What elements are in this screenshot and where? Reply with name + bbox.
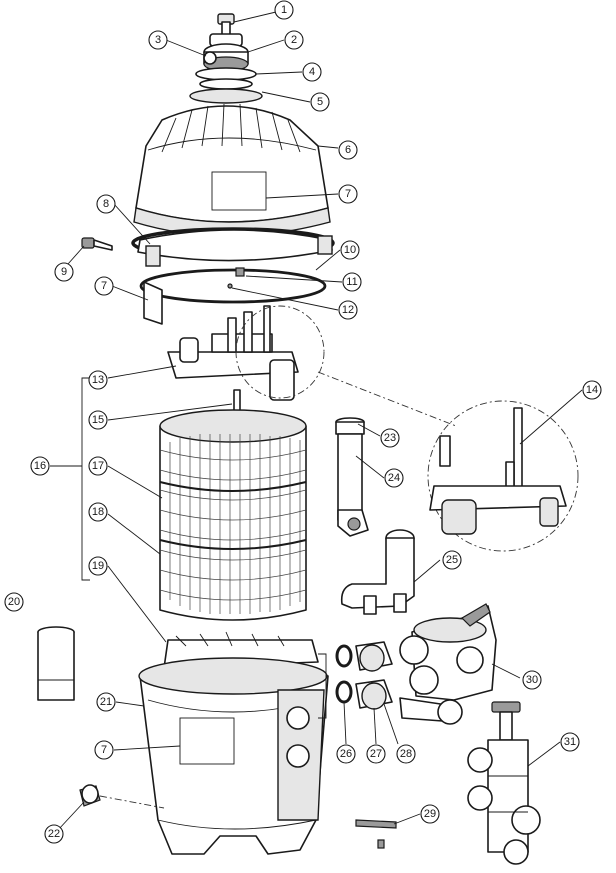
svg-text:12: 12 xyxy=(342,304,354,316)
group-bracket-cartridge xyxy=(81,377,90,581)
upper-manifold xyxy=(167,305,299,401)
tank-lid xyxy=(133,103,331,237)
svg-text:9: 9 xyxy=(61,266,67,278)
callout-28: 28 xyxy=(396,744,416,764)
svg-text:3: 3 xyxy=(155,34,161,46)
svg-text:25: 25 xyxy=(446,554,458,566)
svg-text:23: 23 xyxy=(384,432,396,444)
callout-7-lid: 7 xyxy=(338,184,358,204)
callout-31: 31 xyxy=(560,732,580,752)
leader-lines xyxy=(50,11,583,831)
svg-text:20: 20 xyxy=(8,596,20,608)
union-fittings xyxy=(335,641,393,710)
callout-3: 3 xyxy=(148,30,168,50)
callout-25: 25 xyxy=(442,550,462,570)
callout-5: 5 xyxy=(310,92,330,112)
svg-text:16: 16 xyxy=(34,460,46,472)
backwash-valve xyxy=(467,701,541,865)
callout-11: 11 xyxy=(342,272,362,292)
svg-text:15: 15 xyxy=(92,414,104,426)
svg-text:28: 28 xyxy=(400,748,412,760)
svg-text:4: 4 xyxy=(309,66,315,78)
svg-text:19: 19 xyxy=(92,560,104,572)
callout-2: 2 xyxy=(284,30,304,50)
callout-29: 29 xyxy=(420,804,440,824)
multiport-valve xyxy=(399,603,497,725)
callout-27: 27 xyxy=(366,744,386,764)
detail-link-line xyxy=(317,371,457,427)
svg-text:22: 22 xyxy=(48,828,60,840)
callout-7-clamp: 7 xyxy=(94,276,114,296)
drain-plug xyxy=(79,784,101,807)
svg-text:8: 8 xyxy=(103,198,109,210)
callout-13: 13 xyxy=(88,370,108,390)
svg-text:13: 13 xyxy=(92,374,104,386)
svg-text:14: 14 xyxy=(586,384,598,396)
svg-text:17: 17 xyxy=(92,460,104,472)
standpipe xyxy=(335,417,369,537)
clamp-bolt xyxy=(81,237,113,251)
svg-text:30: 30 xyxy=(526,674,538,686)
svg-text:10: 10 xyxy=(344,244,356,256)
svg-text:11: 11 xyxy=(346,276,357,288)
elbow-pipe xyxy=(340,529,415,615)
callout-12: 12 xyxy=(338,300,358,320)
svg-text:5: 5 xyxy=(317,96,323,108)
mounting-bracket xyxy=(355,819,397,849)
svg-text:2: 2 xyxy=(291,34,297,46)
svg-text:7: 7 xyxy=(101,744,107,756)
svg-text:1: 1 xyxy=(281,4,287,16)
tank-body xyxy=(138,657,329,855)
svg-text:31: 31 xyxy=(564,736,576,748)
detail-circle-small xyxy=(235,305,325,399)
callout-24: 24 xyxy=(384,468,404,488)
svg-text:7: 7 xyxy=(345,188,351,200)
callout-19: 19 xyxy=(88,556,108,576)
callout-16: 16 xyxy=(30,456,50,476)
svg-text:26: 26 xyxy=(340,748,352,760)
svg-text:6: 6 xyxy=(345,144,351,156)
callout-21: 21 xyxy=(96,692,116,712)
filter-cartridge xyxy=(159,389,307,621)
callout-4: 4 xyxy=(302,62,322,82)
air-relief-valve xyxy=(189,13,263,104)
callout-17: 17 xyxy=(88,456,108,476)
svg-text:29: 29 xyxy=(424,808,436,820)
callout-9: 9 xyxy=(54,262,74,282)
pipe-sleeve xyxy=(37,626,75,701)
callout-22: 22 xyxy=(44,824,64,844)
svg-text:24: 24 xyxy=(388,472,400,484)
clamp-ring xyxy=(131,227,335,267)
callout-20: 20 xyxy=(4,592,24,612)
label-plate-side xyxy=(143,281,163,325)
callout-18: 18 xyxy=(88,502,108,522)
svg-text:7: 7 xyxy=(101,280,107,292)
callout-1: 1 xyxy=(274,0,294,20)
drain-plug-small xyxy=(227,267,245,289)
svg-text:18: 18 xyxy=(92,506,104,518)
svg-text:21: 21 xyxy=(100,696,112,708)
tank-o-ring xyxy=(139,268,327,304)
detail-magnified-view xyxy=(427,400,579,552)
callout-7-tank: 7 xyxy=(94,740,114,760)
callout-26: 26 xyxy=(336,744,356,764)
callout-30: 30 xyxy=(522,670,542,690)
callout-23: 23 xyxy=(380,428,400,448)
callout-10: 10 xyxy=(340,240,360,260)
callout-14: 14 xyxy=(582,380,602,400)
svg-text:27: 27 xyxy=(370,748,382,760)
callout-15: 15 xyxy=(88,410,108,430)
callout-8: 8 xyxy=(96,194,116,214)
callout-6: 6 xyxy=(338,140,358,160)
drain-plug-guide-line xyxy=(99,795,165,809)
group-bracket-ports xyxy=(318,653,327,719)
